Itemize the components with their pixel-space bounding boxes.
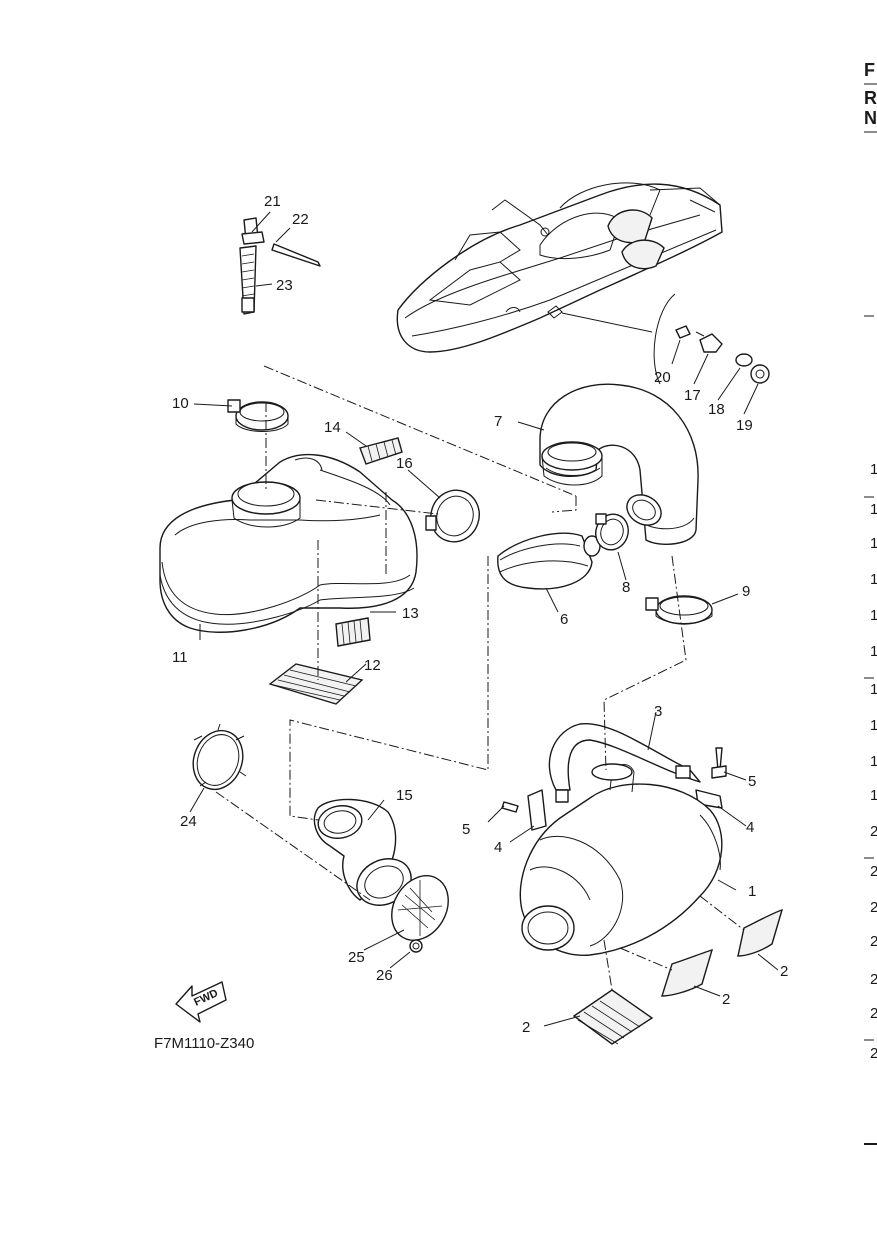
callout-26: 26: [376, 967, 393, 984]
callout-12: 12: [364, 657, 381, 674]
callout-16: 16: [396, 455, 413, 472]
edge-row-7: 1: [870, 681, 877, 698]
part-2-shields: [572, 908, 784, 1045]
part-8b-clamp: [626, 494, 662, 526]
part-4-brackets: [527, 789, 723, 831]
right-edge-index: F R N 1 1 1 1 1 1 1 1 1 1 2 2 2 2 2 2 2: [864, 60, 877, 1145]
edge-row-9: 1: [870, 753, 877, 770]
callout-leaders: [189, 211, 779, 1027]
part-11-housing: [159, 453, 418, 633]
part-clamp-rivet-tie: [239, 217, 321, 315]
callout-23: 23: [276, 277, 293, 294]
edge-row-1: 1: [870, 461, 877, 478]
edge-row-6: 1: [870, 643, 877, 660]
callout-2-right: 2: [780, 963, 788, 980]
part-5-rivets: [501, 747, 727, 813]
callout-5-right: 5: [748, 773, 756, 790]
edge-row-2: 1: [870, 501, 877, 518]
part-16-ring: [425, 489, 480, 543]
callout-15: 15: [396, 787, 413, 804]
callout-21: 21: [264, 193, 281, 210]
part-25-plate: [391, 875, 449, 941]
callout-4-right: 4: [746, 819, 754, 836]
callout-10: 10: [172, 395, 189, 412]
part-26-nut: [409, 939, 423, 953]
callout-5-left: 5: [462, 821, 470, 838]
callout-14: 14: [324, 419, 341, 436]
callout-11: 11: [172, 649, 188, 666]
edge-row-12: 2: [870, 863, 877, 880]
callout-20: 20: [654, 369, 671, 386]
edge-row-4: 1: [870, 571, 877, 588]
callout-9: 9: [742, 583, 750, 600]
edge-header-1: F: [864, 60, 875, 80]
callout-17: 17: [684, 387, 701, 404]
part-6-filter-box: [497, 532, 601, 590]
callout-24: 24: [180, 813, 197, 830]
edge-row-8: 1: [870, 717, 877, 734]
edge-row-16: 2: [870, 1005, 877, 1022]
callout-22: 22: [292, 211, 309, 228]
edge-row-3: 1: [870, 535, 877, 552]
callout-7: 7: [494, 413, 502, 430]
fwd-arrow-icon: FWD: [175, 981, 227, 1023]
part-10-band: [227, 399, 289, 432]
callout-1: 1: [748, 883, 756, 900]
watercraft-illustration: [396, 182, 723, 385]
edge-row-5: 1: [870, 607, 877, 624]
edge-row-11: 2: [870, 823, 877, 840]
callout-2-bottom: 2: [522, 1019, 530, 1036]
edge-row-17: 2: [870, 1045, 877, 1062]
part-1-muffler: [519, 763, 723, 956]
edge-header-2: R: [864, 88, 877, 108]
callout-6: 6: [560, 611, 568, 628]
part-fitting-set: [675, 325, 770, 384]
diagram-code: F7M1110-Z340: [154, 1035, 254, 1052]
callout-8: 8: [622, 579, 630, 596]
part-3-strap: [548, 722, 701, 803]
callout-25: 25: [348, 949, 365, 966]
callout-numbers: 21 22 23 10 14 16 7 11 13 12 6 8 9 3 5 4…: [172, 193, 788, 1036]
callout-4-left: 4: [494, 839, 502, 856]
part-9-band: [645, 595, 713, 625]
edge-row-14: 2: [870, 933, 877, 950]
edge-row-13: 2: [870, 899, 877, 916]
callout-2-middle: 2: [722, 991, 730, 1008]
assembly-lines: [215, 365, 745, 991]
part-8-clamp: [595, 513, 629, 551]
edge-row-10: 1: [870, 787, 877, 804]
part-pads-12-13-14: [268, 437, 403, 705]
callout-13: 13: [402, 605, 419, 622]
callout-19: 19: [736, 417, 753, 434]
callout-18: 18: [708, 401, 725, 418]
callout-3: 3: [654, 703, 662, 720]
part-24-ring: [192, 723, 247, 791]
edge-header-3: N: [864, 108, 877, 128]
edge-row-15: 2: [870, 971, 877, 988]
